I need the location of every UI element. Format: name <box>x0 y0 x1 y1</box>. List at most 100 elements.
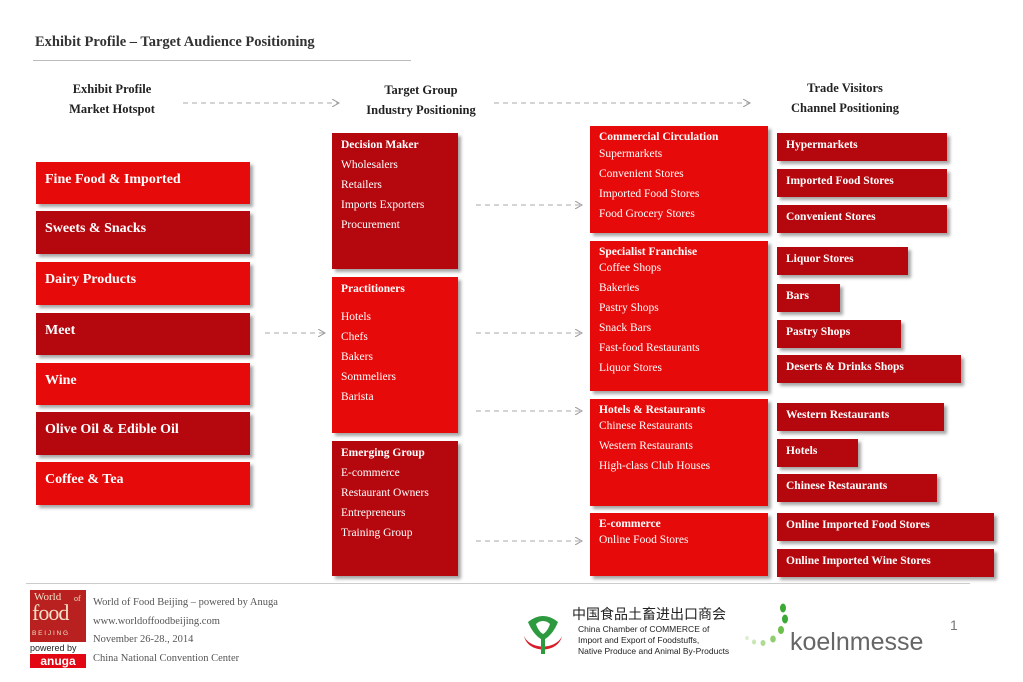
channel-group-commercial: Commercial Circulation Supermarkets Conv… <box>590 126 768 233</box>
footer-line: November 26-28., 2014 <box>93 634 194 645</box>
category-label: Fine Food & Imported <box>45 172 181 187</box>
category-box: Dairy Products <box>36 262 250 305</box>
column-header-target-line2: Industry Positioning <box>366 103 476 117</box>
footer-line: China National Convention Center <box>93 652 240 664</box>
logo-anuga-text: anuga <box>30 654 86 668</box>
channel-group-specialist: Specialist Franchise Coffee Shops Bakeri… <box>590 241 768 391</box>
column-header-trade-line1: Trade Visitors <box>807 81 883 95</box>
logo-food-text: food <box>32 600 69 625</box>
channel-label: Imported Food Stores <box>786 175 894 187</box>
title-divider <box>33 60 411 61</box>
category-label: Olive Oil & Edible Oil <box>45 422 179 437</box>
category-box: Coffee & Tea <box>36 462 250 505</box>
group-item: Online Food Stores <box>599 534 689 546</box>
category-box: Wine <box>36 363 250 405</box>
channel-box: Chinese Restaurants <box>777 474 937 502</box>
target-group-practitioners: Practitioners Hotels Chefs Bakers Sommel… <box>332 277 458 433</box>
group-title: Decision Maker <box>341 139 419 151</box>
channel-group-ecommerce: E-commerce Online Food Stores <box>590 513 768 576</box>
channel-label: Chinese Restaurants <box>786 480 888 492</box>
group-item: Imported Food Stores <box>599 188 700 200</box>
group-item: Procurement <box>341 219 400 231</box>
group-item: Pastry Shops <box>599 302 659 314</box>
category-label: Coffee & Tea <box>45 472 124 487</box>
column-header-trade: Trade Visitors Channel Positioning <box>775 78 915 118</box>
channel-box: Imported Food Stores <box>777 169 947 197</box>
column-header-target: Target Group Industry Positioning <box>356 80 486 120</box>
group-item: Snack Bars <box>599 322 652 334</box>
channel-label: Online Imported Food Stores <box>786 519 930 531</box>
group-item: Convenient Stores <box>599 168 684 180</box>
channel-box: Liquor Stores <box>777 247 908 275</box>
koelnmesse-logo-text: koelnmesse <box>790 628 924 656</box>
channel-box: Online Imported Food Stores <box>777 513 994 541</box>
logo-city-text: B E I J I N G <box>32 630 69 637</box>
channel-box: Bars <box>777 284 840 312</box>
koelnmesse-dots-icon <box>745 603 788 646</box>
cccfna-line: Import and Export of Foodstuffs, <box>578 635 700 645</box>
channel-label: Convenient Stores <box>786 211 876 223</box>
group-title: Commercial Circulation <box>599 131 719 143</box>
group-item: Imports Exporters <box>341 199 425 211</box>
group-item: Western Restaurants <box>599 440 693 452</box>
column-header-exhibit-line2: Market Hotspot <box>69 102 155 116</box>
page-title: Exhibit Profile – Target Audience Positi… <box>35 34 315 50</box>
category-box: Sweets & Snacks <box>36 211 250 254</box>
group-item: Barista <box>341 391 374 403</box>
footer-divider <box>26 583 970 584</box>
group-item: Training Group <box>341 527 413 539</box>
category-box: Olive Oil & Edible Oil <box>36 412 250 455</box>
category-label: Wine <box>45 373 77 388</box>
target-group-emerging: Emerging Group E-commerce Restaurant Own… <box>332 441 458 576</box>
target-group-decision-maker: Decision Maker Wholesalers Retailers Imp… <box>332 133 458 269</box>
logo-powered-text: powered by <box>30 643 77 653</box>
channel-box: Convenient Stores <box>777 205 947 233</box>
group-item: Wholesalers <box>341 159 398 171</box>
category-label: Sweets & Snacks <box>45 221 147 236</box>
category-box: Fine Food & Imported <box>36 162 250 204</box>
cccfna-line: China Chamber of COMMERCE of <box>578 624 710 634</box>
group-item: Retailers <box>341 179 382 191</box>
channel-box: Hypermarkets <box>777 133 947 161</box>
channel-box: Online Imported Wine Stores <box>777 549 994 577</box>
column-header-exhibit-line1: Exhibit Profile <box>72 82 152 96</box>
group-item: Food Grocery Stores <box>599 208 695 220</box>
channel-label: Liquor Stores <box>786 253 854 265</box>
channel-box: Pastry Shops <box>777 320 901 348</box>
group-item: High-class Club Houses <box>599 460 711 472</box>
group-title: Specialist Franchise <box>599 246 698 258</box>
cccfna-logo-icon <box>524 616 562 654</box>
channel-label: Online Imported Wine Stores <box>786 555 931 567</box>
column-header-trade-line2: Channel Positioning <box>790 101 899 115</box>
category-box: Meet <box>36 313 250 355</box>
channel-label: Deserts & Drinks Shops <box>786 361 904 373</box>
group-title: Practitioners <box>341 283 405 295</box>
page-number: 1 <box>950 617 958 633</box>
footer-line: World of Food Beijing – powered by Anuga <box>93 597 278 608</box>
channel-group-hotels: Hotels & Restaurants Chinese Restaurants… <box>590 399 768 506</box>
logo-of-text: of <box>74 594 81 603</box>
group-item: Chinese Restaurants <box>599 420 693 432</box>
group-item: Fast-food Restaurants <box>599 342 700 354</box>
group-title: Emerging Group <box>341 447 425 459</box>
group-item: Sommeliers <box>341 371 396 383</box>
channel-box: Deserts & Drinks Shops <box>777 355 961 383</box>
group-item: Coffee Shops <box>599 262 662 274</box>
group-item: Supermarkets <box>599 148 663 160</box>
group-item: Bakers <box>341 351 373 363</box>
channel-box: Western Restaurants <box>777 403 944 431</box>
group-title: Hotels & Restaurants <box>599 404 706 416</box>
group-item: Bakeries <box>599 282 640 294</box>
channel-label: Pastry Shops <box>786 326 851 338</box>
group-item: Entrepreneurs <box>341 507 406 519</box>
cccfna-chinese-name: 中国食品土畜进出口商会 <box>572 607 726 623</box>
channel-label: Hotels <box>786 445 818 457</box>
channel-label: Hypermarkets <box>786 139 858 151</box>
channel-label: Western Restaurants <box>786 409 890 421</box>
footer-info: World of Food Beijing – powered by Anuga… <box>93 594 278 668</box>
cccfna-english-name: China Chamber of COMMERCE of Import and … <box>578 624 729 657</box>
logo-background <box>30 590 86 642</box>
world-of-food-logo: World food of B E I J I N G powered by a… <box>30 590 86 670</box>
group-item: Restaurant Owners <box>341 487 429 499</box>
